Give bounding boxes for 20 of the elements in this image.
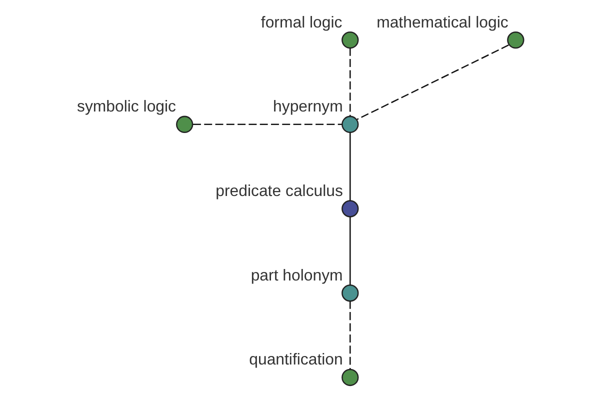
- node-label: part holonym: [250, 267, 343, 284]
- connector: [350, 216, 351, 285]
- node-circle: [342, 368, 359, 386]
- node-label: quantification: [249, 352, 343, 369]
- node-label: mathematical logic: [376, 14, 508, 32]
- node-label: formal logic: [260, 14, 342, 32]
- node-circle: [176, 116, 194, 133]
- node-circle: [342, 284, 359, 302]
- connector: [350, 132, 351, 201]
- node-label: predicate calculus: [216, 183, 343, 200]
- node-circle: [342, 200, 359, 218]
- node-circle: [342, 31, 359, 49]
- node-label: hypernym: [273, 98, 343, 116]
- connector: [193, 124, 342, 126]
- connector: [350, 48, 351, 116]
- connector: [350, 301, 351, 370]
- connector: [356, 44, 509, 120]
- node-label: symbolic logic: [76, 98, 176, 116]
- node-circle: [507, 31, 524, 49]
- node-circle: [342, 116, 359, 133]
